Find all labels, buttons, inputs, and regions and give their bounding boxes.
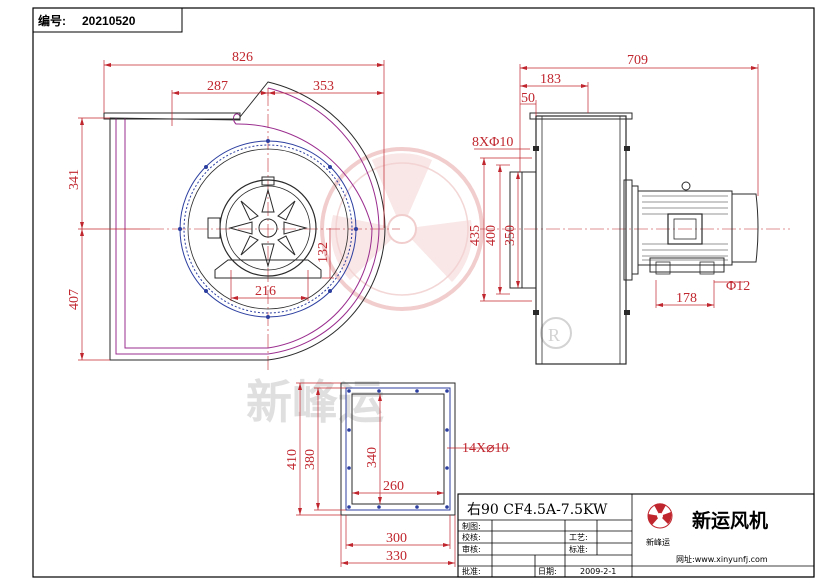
dim-h400: 400 [484, 225, 499, 246]
sheet-border [32, 7, 815, 578]
dim-flange-holes: 8XΦ10 [472, 135, 513, 150]
dim-height-bottom: 407 [67, 289, 82, 310]
dim-h435: 435 [468, 225, 483, 246]
watermark-text: 新峰运 [246, 375, 384, 429]
dim-outer-height: 410 [285, 449, 300, 470]
model-number: 右90 CF4.5A-7.5KW [467, 502, 608, 518]
company-logo-icon [647, 503, 673, 529]
registered-icon [540, 317, 572, 349]
dim-overall-width: 826 [232, 50, 253, 65]
dim-mid-height: 380 [303, 449, 318, 470]
title-block [457, 493, 815, 578]
registered-mark: R [548, 325, 560, 345]
label-process: 工艺: [569, 533, 588, 542]
watermark: 新峰运 R [246, 147, 572, 429]
label-standard: 标准: [569, 544, 588, 554]
outlet-flange-view: 410 380 340 260 300 330 14X⌀10 [285, 382, 510, 567]
label-proof: 校核: [462, 532, 481, 542]
code-value: 20210520 [82, 14, 136, 28]
date-value: 2009-2-1 [580, 567, 616, 576]
dim-h350: 350 [503, 225, 518, 246]
label-drawn: 制图: [462, 521, 481, 531]
front-view: 826 287 353 341 407 216 132 [67, 50, 400, 372]
dim-motor-base: 178 [676, 291, 697, 306]
dim-flange-offset: 183 [540, 72, 561, 87]
dim-height-top: 341 [67, 169, 82, 190]
dim-flange-thickness: 50 [521, 91, 535, 106]
label-date: 日期: [538, 567, 557, 576]
side-view: 709 183 50 8XΦ10 435 400 350 178 Φ12 [468, 53, 790, 365]
code-label: 编号: [37, 13, 66, 28]
brand-name: 新运风机 [692, 509, 768, 532]
logo-text: 新峰运 [646, 537, 670, 547]
dim-inner-width: 260 [383, 479, 404, 494]
dim-motor-hole: Φ12 [726, 279, 750, 294]
dim-overall-length: 709 [627, 53, 648, 68]
dim-outlet-holes: 14X⌀10 [462, 441, 509, 456]
dim-mid-width: 300 [386, 531, 407, 546]
label-review: 审核: [462, 544, 481, 554]
label-approve: 批准: [462, 566, 481, 576]
dim-inner-height: 340 [365, 447, 380, 468]
website: 网址:www.xinyunfj.com [676, 554, 768, 564]
dim-outlet-left: 287 [207, 79, 228, 94]
dim-outer-width: 330 [386, 549, 407, 564]
dim-base-height: 132 [316, 242, 331, 263]
dim-base-width: 216 [255, 284, 276, 299]
dim-outlet-right: 353 [313, 79, 334, 94]
drawing-code-box: 编号: 20210520 [32, 7, 183, 33]
